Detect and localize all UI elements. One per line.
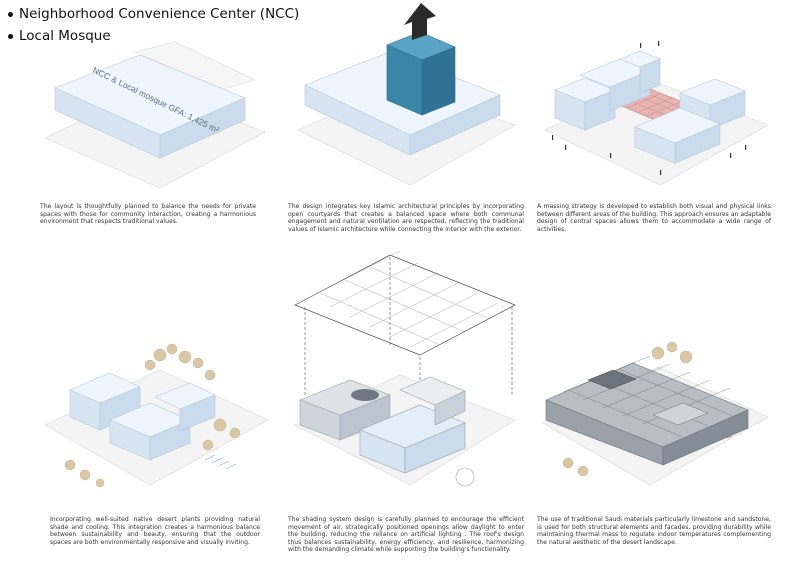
native-plants-svg bbox=[44, 343, 269, 488]
header-bullets: Neighborhood Convenience Center (NCC) Lo… bbox=[8, 3, 299, 47]
bullet-text-mosque: Local Mosque bbox=[19, 28, 111, 44]
diagram-massing-strategy bbox=[540, 35, 770, 195]
bullet-item-ncc: Neighborhood Convenience Center (NCC) bbox=[8, 3, 299, 25]
islamic-principles-svg bbox=[297, 3, 516, 186]
caption-islamic-principles: The design integrates key Islamic archit… bbox=[288, 203, 524, 233]
massing-strategy-svg bbox=[544, 41, 769, 186]
materials-svg bbox=[542, 341, 769, 486]
diagram-native-plants bbox=[40, 335, 270, 510]
diagram-materials bbox=[538, 335, 770, 510]
caption-massing-strategy: A massing strategy is developed to estab… bbox=[537, 203, 771, 233]
caption-layout: The layout is thoughtfully planned to ba… bbox=[40, 203, 256, 226]
bullet-dot-icon bbox=[8, 11, 13, 17]
upward-arrow-icon bbox=[404, 3, 436, 40]
caption-shading-system: The shading system design is carefully p… bbox=[288, 516, 524, 554]
shading-system-svg bbox=[294, 250, 516, 487]
bullet-text-ncc: Neighborhood Convenience Center (NCC) bbox=[19, 6, 300, 22]
plant-cluster bbox=[64, 343, 241, 488]
diagram-layout-massing: NCC & Local mosque GFA: 1,425 m² bbox=[40, 40, 270, 190]
bullet-item-mosque: Local Mosque bbox=[8, 25, 299, 47]
bullet-dot-icon bbox=[8, 33, 13, 39]
caption-native-plants: Incorporating well-suited native desert … bbox=[50, 516, 260, 546]
diagram-shading-system bbox=[290, 245, 520, 510]
roof-grid bbox=[309, 250, 499, 348]
layout-massing-svg: NCC & Local mosque GFA: 1,425 m² bbox=[44, 41, 266, 189]
caption-materials: The use of traditional Saudi materials p… bbox=[537, 516, 771, 546]
diagram-islamic-principles bbox=[290, 0, 520, 190]
